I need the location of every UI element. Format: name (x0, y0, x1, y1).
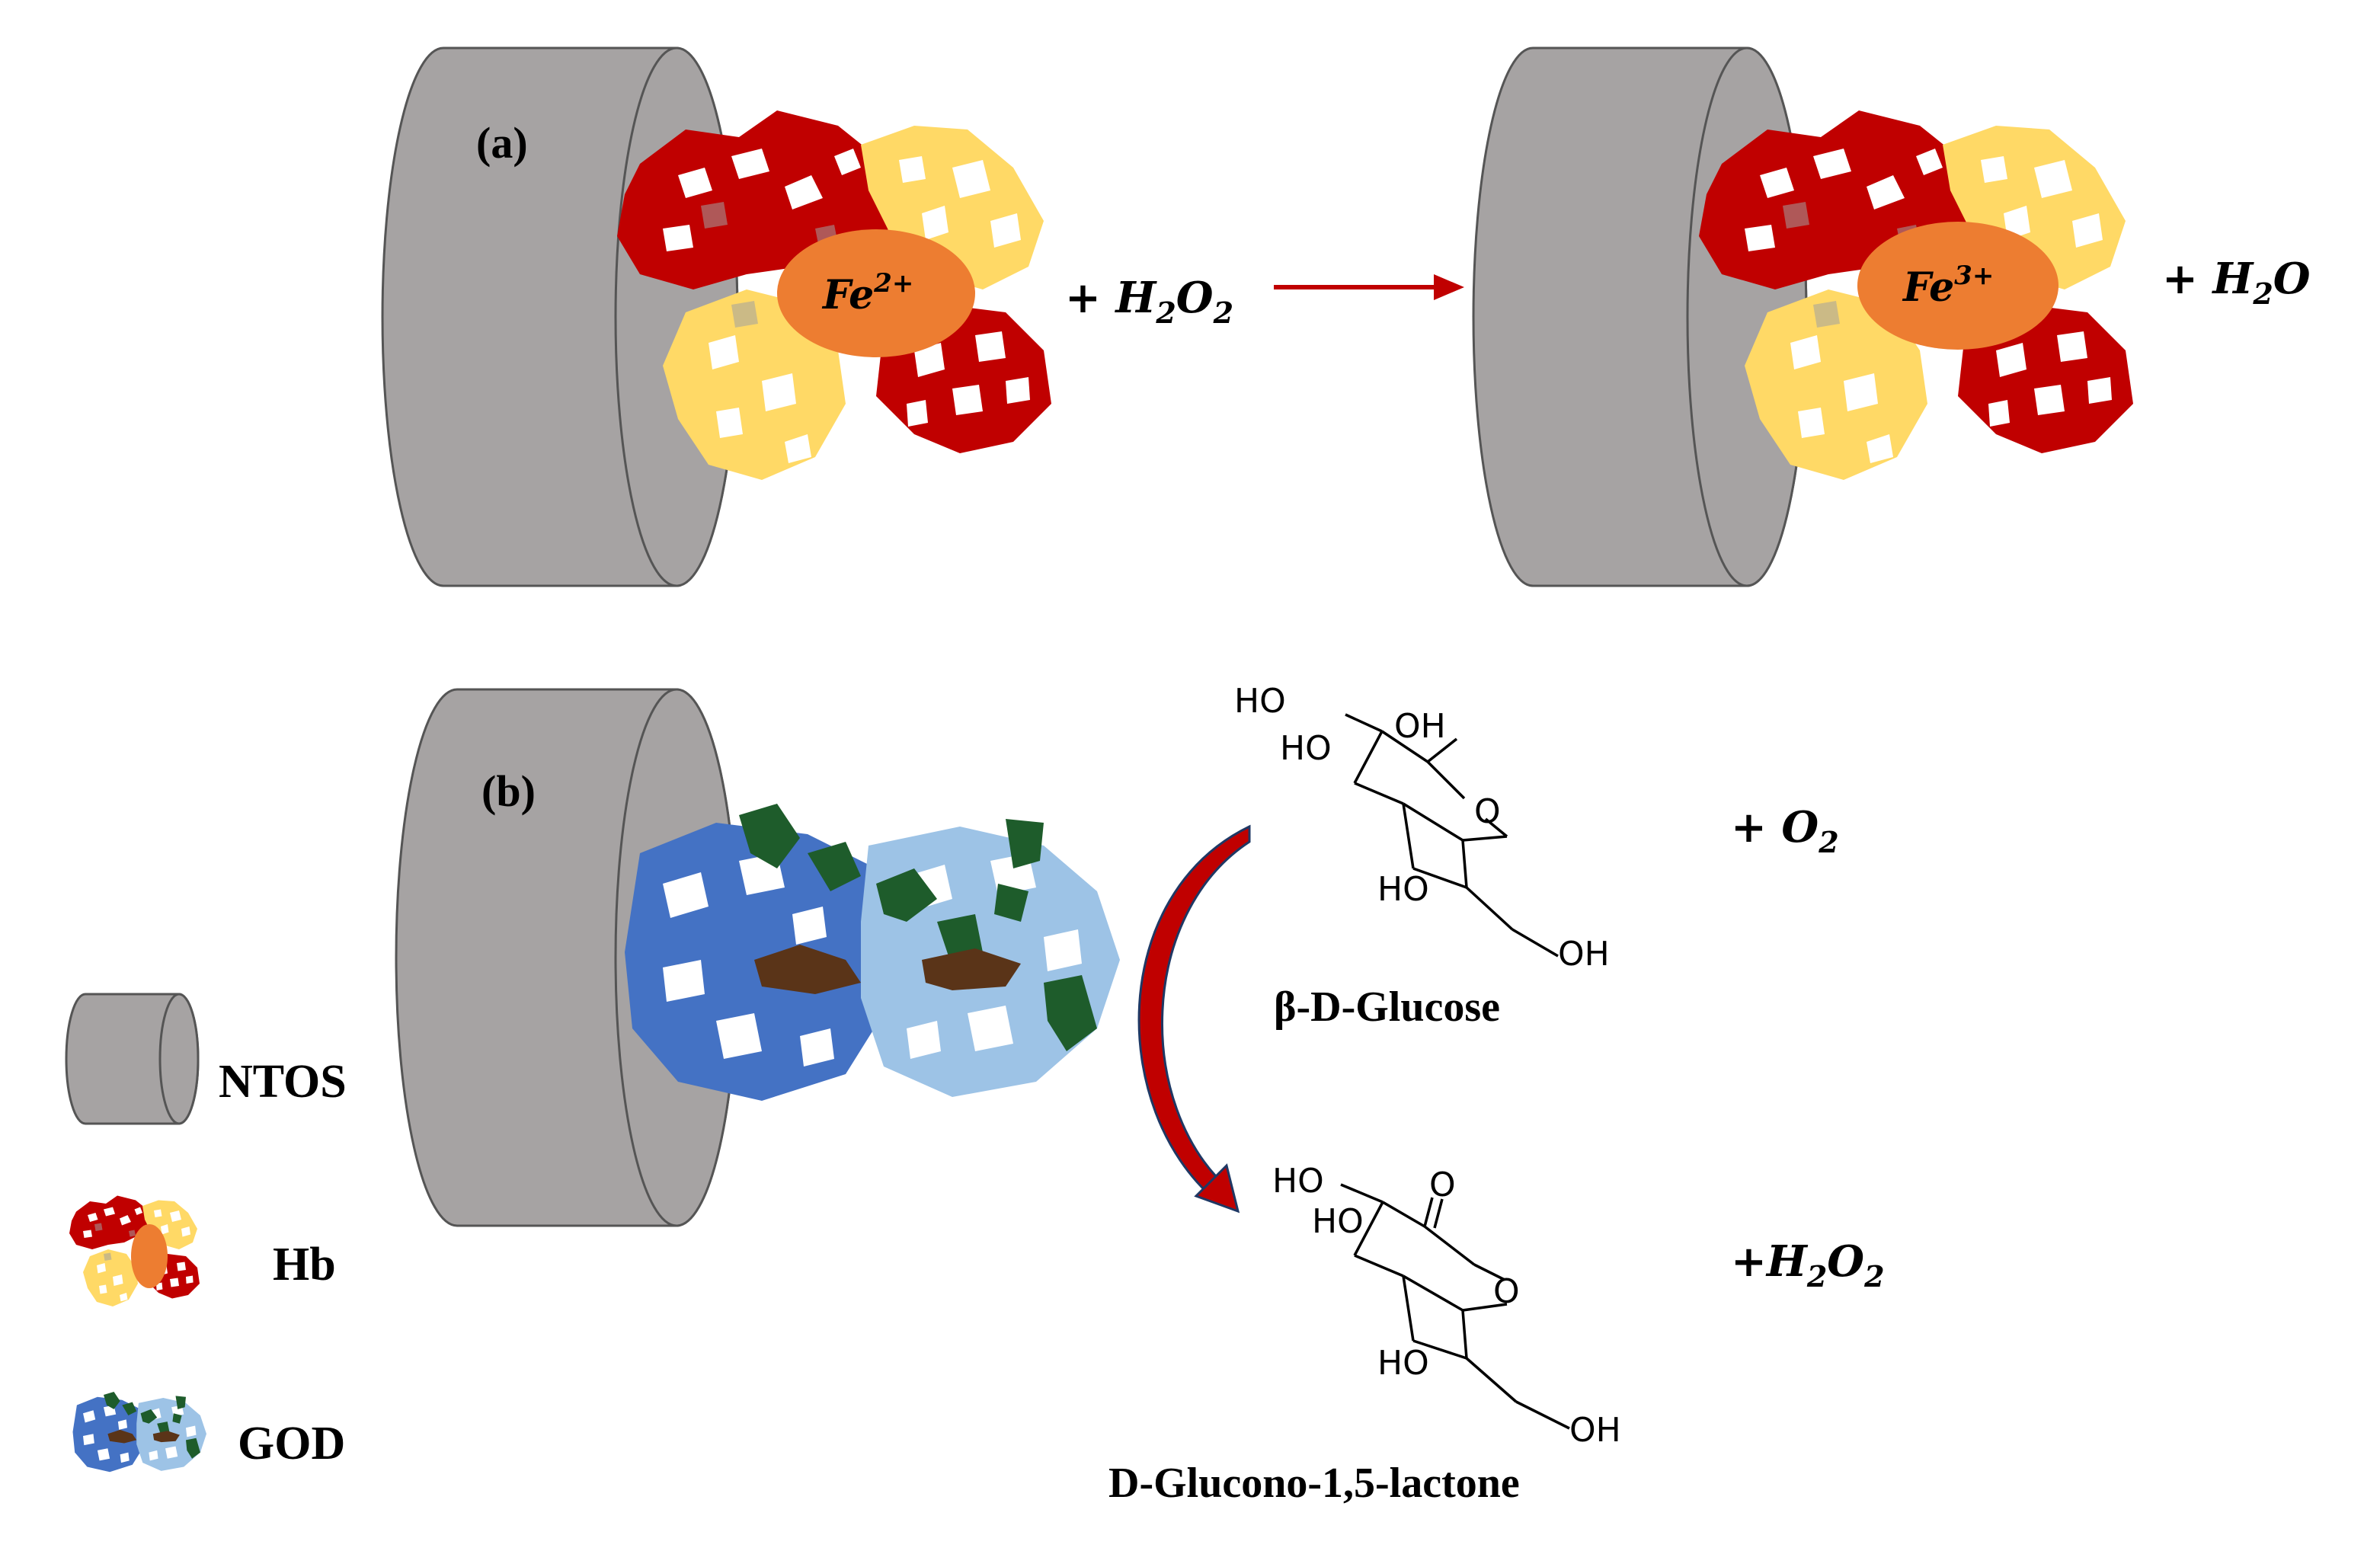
lactone-oh-4: OH (1569, 1411, 1621, 1450)
lactone-ho-1: HO (1272, 1162, 1324, 1201)
panel-a-label: (a) (476, 118, 528, 168)
lactone-ho-3: HO (1377, 1344, 1429, 1383)
fe-after-symbol: Fe (1902, 264, 1954, 311)
glucose-oh-2: OH (1394, 707, 1446, 746)
heme-iron-before: Fe2+ (777, 229, 975, 357)
glucose-ho-1: HO (1234, 682, 1286, 721)
ntos-electrode-a2 (1472, 46, 1808, 587)
panel-b-label: (b) (481, 766, 536, 816)
fe-after-charge: 3+ (1954, 261, 1994, 291)
lactone-carbonyl-o: O (1429, 1166, 1456, 1204)
glucose-ring-o: O (1474, 792, 1501, 831)
curved-reaction-arrow (1137, 824, 1251, 1214)
reactant-h2o2: + H2O2 (1065, 273, 1233, 330)
lactone-ho-2: HO (1312, 1202, 1364, 1241)
hemoglobin-icon (69, 1195, 200, 1306)
beta-d-glucose-structure (1345, 713, 1559, 958)
glucose-name: β-D-Glucose (1274, 983, 1500, 1031)
fe-before-charge: 2+ (873, 268, 913, 299)
lactone-ring-o: O (1493, 1272, 1520, 1311)
legend-label-ntos: NTOS (219, 1056, 347, 1108)
svg-text:Fe3+: Fe3+ (1902, 261, 1994, 311)
cylinder-icon (65, 993, 200, 1125)
gluconolactone-structure (1340, 1183, 1570, 1430)
panel-b: (b) HO OH HO O (395, 682, 1885, 1507)
panel-a: (a) Fe2+ + H2O2 Fe3+ + H2O (381, 46, 2311, 587)
reaction-arrow (1274, 274, 1464, 300)
legend: NTOS Hb GOD (65, 993, 347, 1473)
legend-label-hb: Hb (273, 1239, 336, 1290)
fe-before-symbol: Fe (821, 272, 874, 318)
glucose-oxidase-icon (72, 1391, 206, 1473)
legend-label-god: GOD (238, 1418, 345, 1469)
glucose-ho-3: HO (1280, 729, 1332, 768)
peroxide-product: +H2O2 (1731, 1236, 1885, 1294)
oxygen-reactant: + O2 (1731, 802, 1839, 859)
ntos-electrode-b (395, 688, 739, 1227)
svg-text:Fe2+: Fe2+ (821, 268, 913, 318)
lactone-name: D-Glucono-1,5-lactone (1108, 1460, 1520, 1507)
glucose-ho-4: HO (1377, 870, 1429, 909)
product-h2o: + H2O (2162, 254, 2311, 311)
glucose-oh-5: OH (1558, 935, 1610, 974)
heme-iron-after: Fe3+ (1857, 222, 2059, 350)
glucose-oxidase-enzyme (625, 804, 1120, 1101)
